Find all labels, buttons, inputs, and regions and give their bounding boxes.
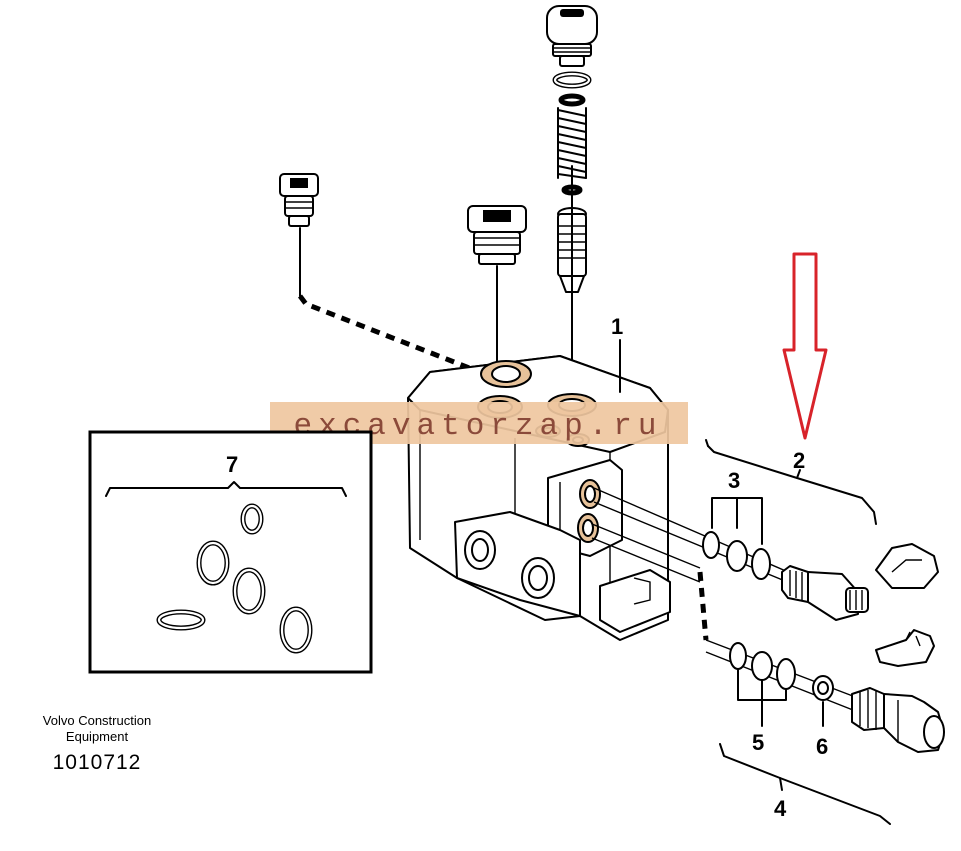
relief-valve-cartridge-upper [781, 565, 869, 621]
o-rings-5 [729, 642, 796, 690]
cap-lower [875, 629, 935, 667]
callout-7: 7 [226, 452, 238, 477]
cap-upper [875, 543, 939, 589]
center-plug [467, 205, 527, 265]
callout-6: 6 [816, 734, 828, 759]
callout-4: 4 [774, 796, 787, 821]
caption-line-1: Volvo Construction [43, 713, 151, 728]
callout-3: 3 [728, 468, 740, 493]
catalog-number: 1010712 [53, 751, 142, 774]
callout-2: 2 [793, 448, 805, 473]
caption-block: Volvo Construction Equipment 1010712 [43, 713, 151, 774]
relief-cap [546, 5, 598, 67]
callout-1: 1 [611, 314, 623, 339]
valve-body [407, 355, 671, 641]
seal-kit-box: 7 [88, 430, 373, 674]
left-plug-small [279, 173, 319, 227]
washer-6 [812, 675, 834, 701]
dashed-routing-line-lower [697, 571, 709, 641]
caption-line-2: Equipment [66, 729, 129, 744]
seal-ring-top [558, 93, 586, 107]
relief-valve-cartridge-lower [851, 687, 945, 753]
o-rings-3 [702, 531, 771, 580]
red-arrow-pointer [782, 252, 828, 440]
dashed-routing-line-plug [298, 294, 501, 383]
callout-5: 5 [752, 730, 764, 755]
